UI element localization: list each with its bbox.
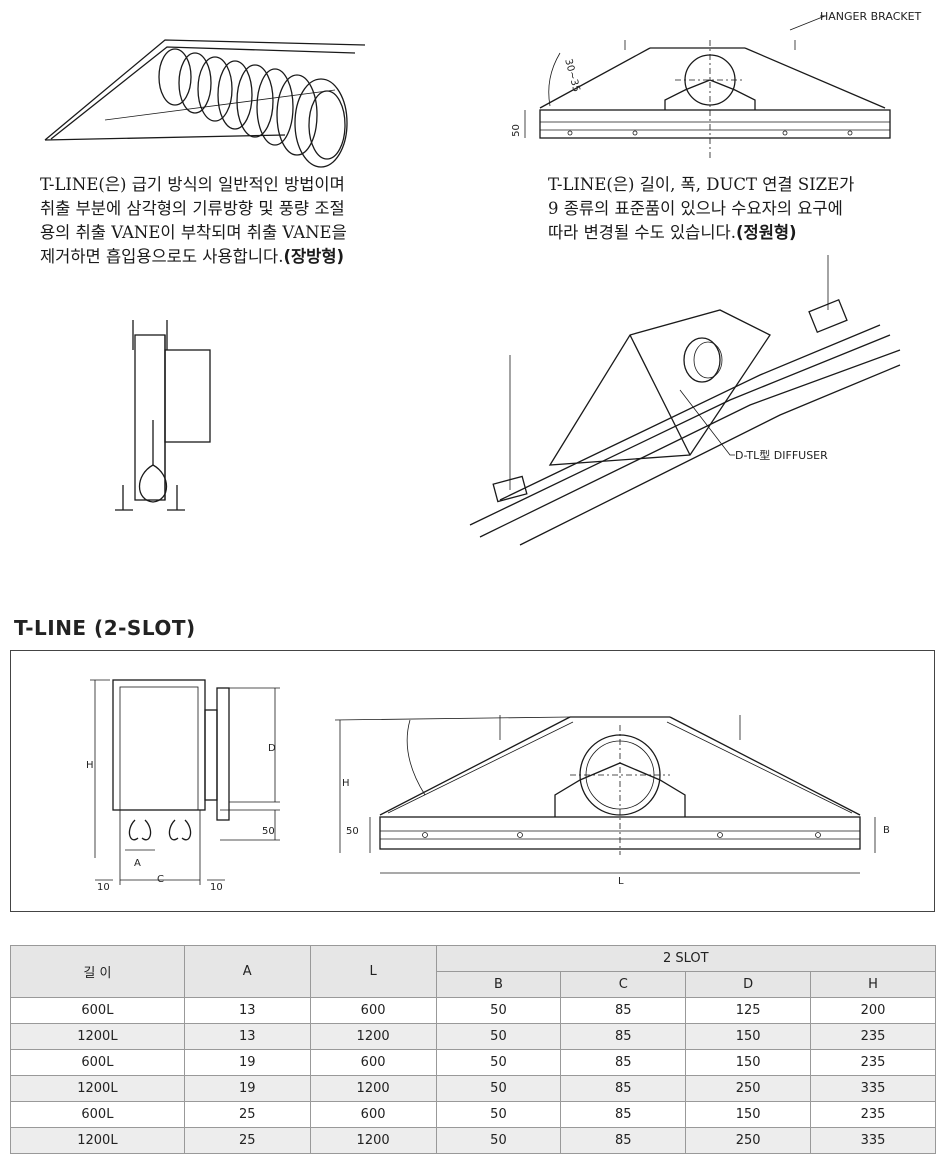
table-cell: 600L (10, 1049, 185, 1076)
flex-duct-drawing (44, 39, 366, 168)
table-cell: 600L (10, 997, 185, 1024)
table-cell: 600 (309, 1049, 437, 1076)
table-cell: 85 (560, 997, 687, 1024)
table-cell: 13 (183, 1023, 311, 1050)
height-50-label: 50 (510, 124, 522, 137)
table-cell: 200 (810, 997, 936, 1024)
table-row: 1200L 19 1200 50 85 250 335 (10, 1075, 936, 1102)
table-cell: 150 (685, 1023, 812, 1050)
table-cell: 1200 (309, 1075, 437, 1102)
intro-right-text: T-LINE(은) 길이, 폭, DUCT 연결 SIZE가 9 종류의 표준품… (548, 175, 855, 242)
table-cell: 150 (685, 1101, 812, 1128)
dim-a: A (134, 858, 141, 869)
table-cell: 85 (560, 1127, 687, 1154)
table-cell: 1200L (10, 1023, 185, 1050)
table-subheader-row: B C D H (11, 971, 936, 998)
intro-left-text: T-LINE(은) 급기 방식의 일반적인 방법이며 취출 부분에 삼각형의 기… (40, 175, 347, 266)
table-cell: 25 (183, 1127, 311, 1154)
table-cell: 85 (560, 1101, 687, 1128)
section-view-drawing (90, 679, 280, 885)
col-length: 길 이 (10, 945, 185, 998)
table-row: 600L 19 600 50 85 150 235 (10, 1049, 936, 1076)
dim-h-right: H (342, 778, 350, 789)
table-cell: 85 (560, 1023, 687, 1050)
col-d: D (685, 971, 812, 998)
spec-table: 길 이 A L 2 SLOT B C D H 600L 13 600 50 85… (10, 945, 937, 1154)
table-cell: 150 (685, 1049, 812, 1076)
table-cell: 1200L (10, 1075, 185, 1102)
intro-paragraph-left: T-LINE(은) 급기 방식의 일반적인 방법이며 취출 부분에 삼각형의 기… (40, 173, 420, 269)
table-cell: 1200 (309, 1023, 437, 1050)
side-view-drawing (115, 320, 211, 511)
dim-b: B (883, 825, 890, 836)
col-c: C (560, 971, 687, 998)
dim-50-right: 50 (346, 826, 359, 837)
table-cell: 600L (10, 1101, 185, 1128)
table-cell: 250 (685, 1127, 812, 1154)
diffuser-label: D-TL型 DIFFUSER (735, 449, 828, 462)
col-group-2slot: 2 SLOT (435, 945, 937, 972)
table-cell: 600 (309, 997, 437, 1024)
dim-l: L (618, 876, 624, 887)
table-cell: 1200 (309, 1127, 437, 1154)
table-cell: 335 (810, 1075, 936, 1102)
table-cell: 600 (309, 1101, 437, 1128)
table-cell: 235 (810, 1023, 936, 1050)
dim-h-left: H (86, 760, 94, 771)
table-cell: 235 (810, 1101, 936, 1128)
dim-10-left: 10 (97, 882, 110, 893)
table-header-row: 길 이 A L 2 SLOT (10, 945, 937, 998)
dim-c: C (157, 874, 164, 885)
table-cell: 50 (435, 1049, 562, 1076)
table-cell: 50 (435, 1075, 562, 1102)
col-a: A (183, 945, 311, 998)
table-cell: 1200L (10, 1127, 185, 1154)
dim-10-right: 10 (210, 882, 223, 893)
table-row: 600L 13 600 50 85 125 200 (10, 997, 936, 1024)
table-cell: 85 (560, 1049, 687, 1076)
table-cell: 50 (435, 1127, 562, 1154)
table-cell: 85 (560, 1075, 687, 1102)
intro-left-bold: (장방형) (283, 247, 345, 266)
col-h: H (810, 971, 936, 998)
table-row: 1200L 13 1200 50 85 150 235 (10, 1023, 936, 1050)
table-cell: 13 (183, 997, 311, 1024)
table-cell: 125 (685, 997, 812, 1024)
technical-drawing-box (10, 650, 935, 912)
dim-50-left: 50 (262, 826, 275, 837)
table-row: 600L 25 600 50 85 150 235 (10, 1101, 936, 1128)
diffuser-elevation-drawing (524, 15, 891, 158)
table-cell: 235 (810, 1049, 936, 1076)
table-cell: 19 (183, 1075, 311, 1102)
isometric-diffuser-drawing (469, 255, 901, 546)
table-cell: 50 (435, 1023, 562, 1050)
table-cell: 50 (435, 1101, 562, 1128)
intro-right-bold: (정원형) (735, 223, 797, 242)
col-l: L (309, 945, 437, 998)
table-cell: 19 (183, 1049, 311, 1076)
dim-d: D (268, 743, 276, 754)
front-view-drawing (334, 715, 876, 874)
table-cell: 335 (810, 1127, 936, 1154)
table-cell: 25 (183, 1101, 311, 1128)
table-cell: 250 (685, 1075, 812, 1102)
table-row: 1200L 25 1200 50 85 250 335 (10, 1127, 936, 1154)
section-title: T-LINE (2-SLOT) (14, 616, 196, 640)
hanger-bracket-label: HANGER BRACKET (820, 10, 922, 23)
table-cell: 50 (435, 997, 562, 1024)
col-b: B (435, 971, 562, 998)
intro-paragraph-right: T-LINE(은) 길이, 폭, DUCT 연결 SIZE가 9 종류의 표준품… (548, 173, 918, 245)
